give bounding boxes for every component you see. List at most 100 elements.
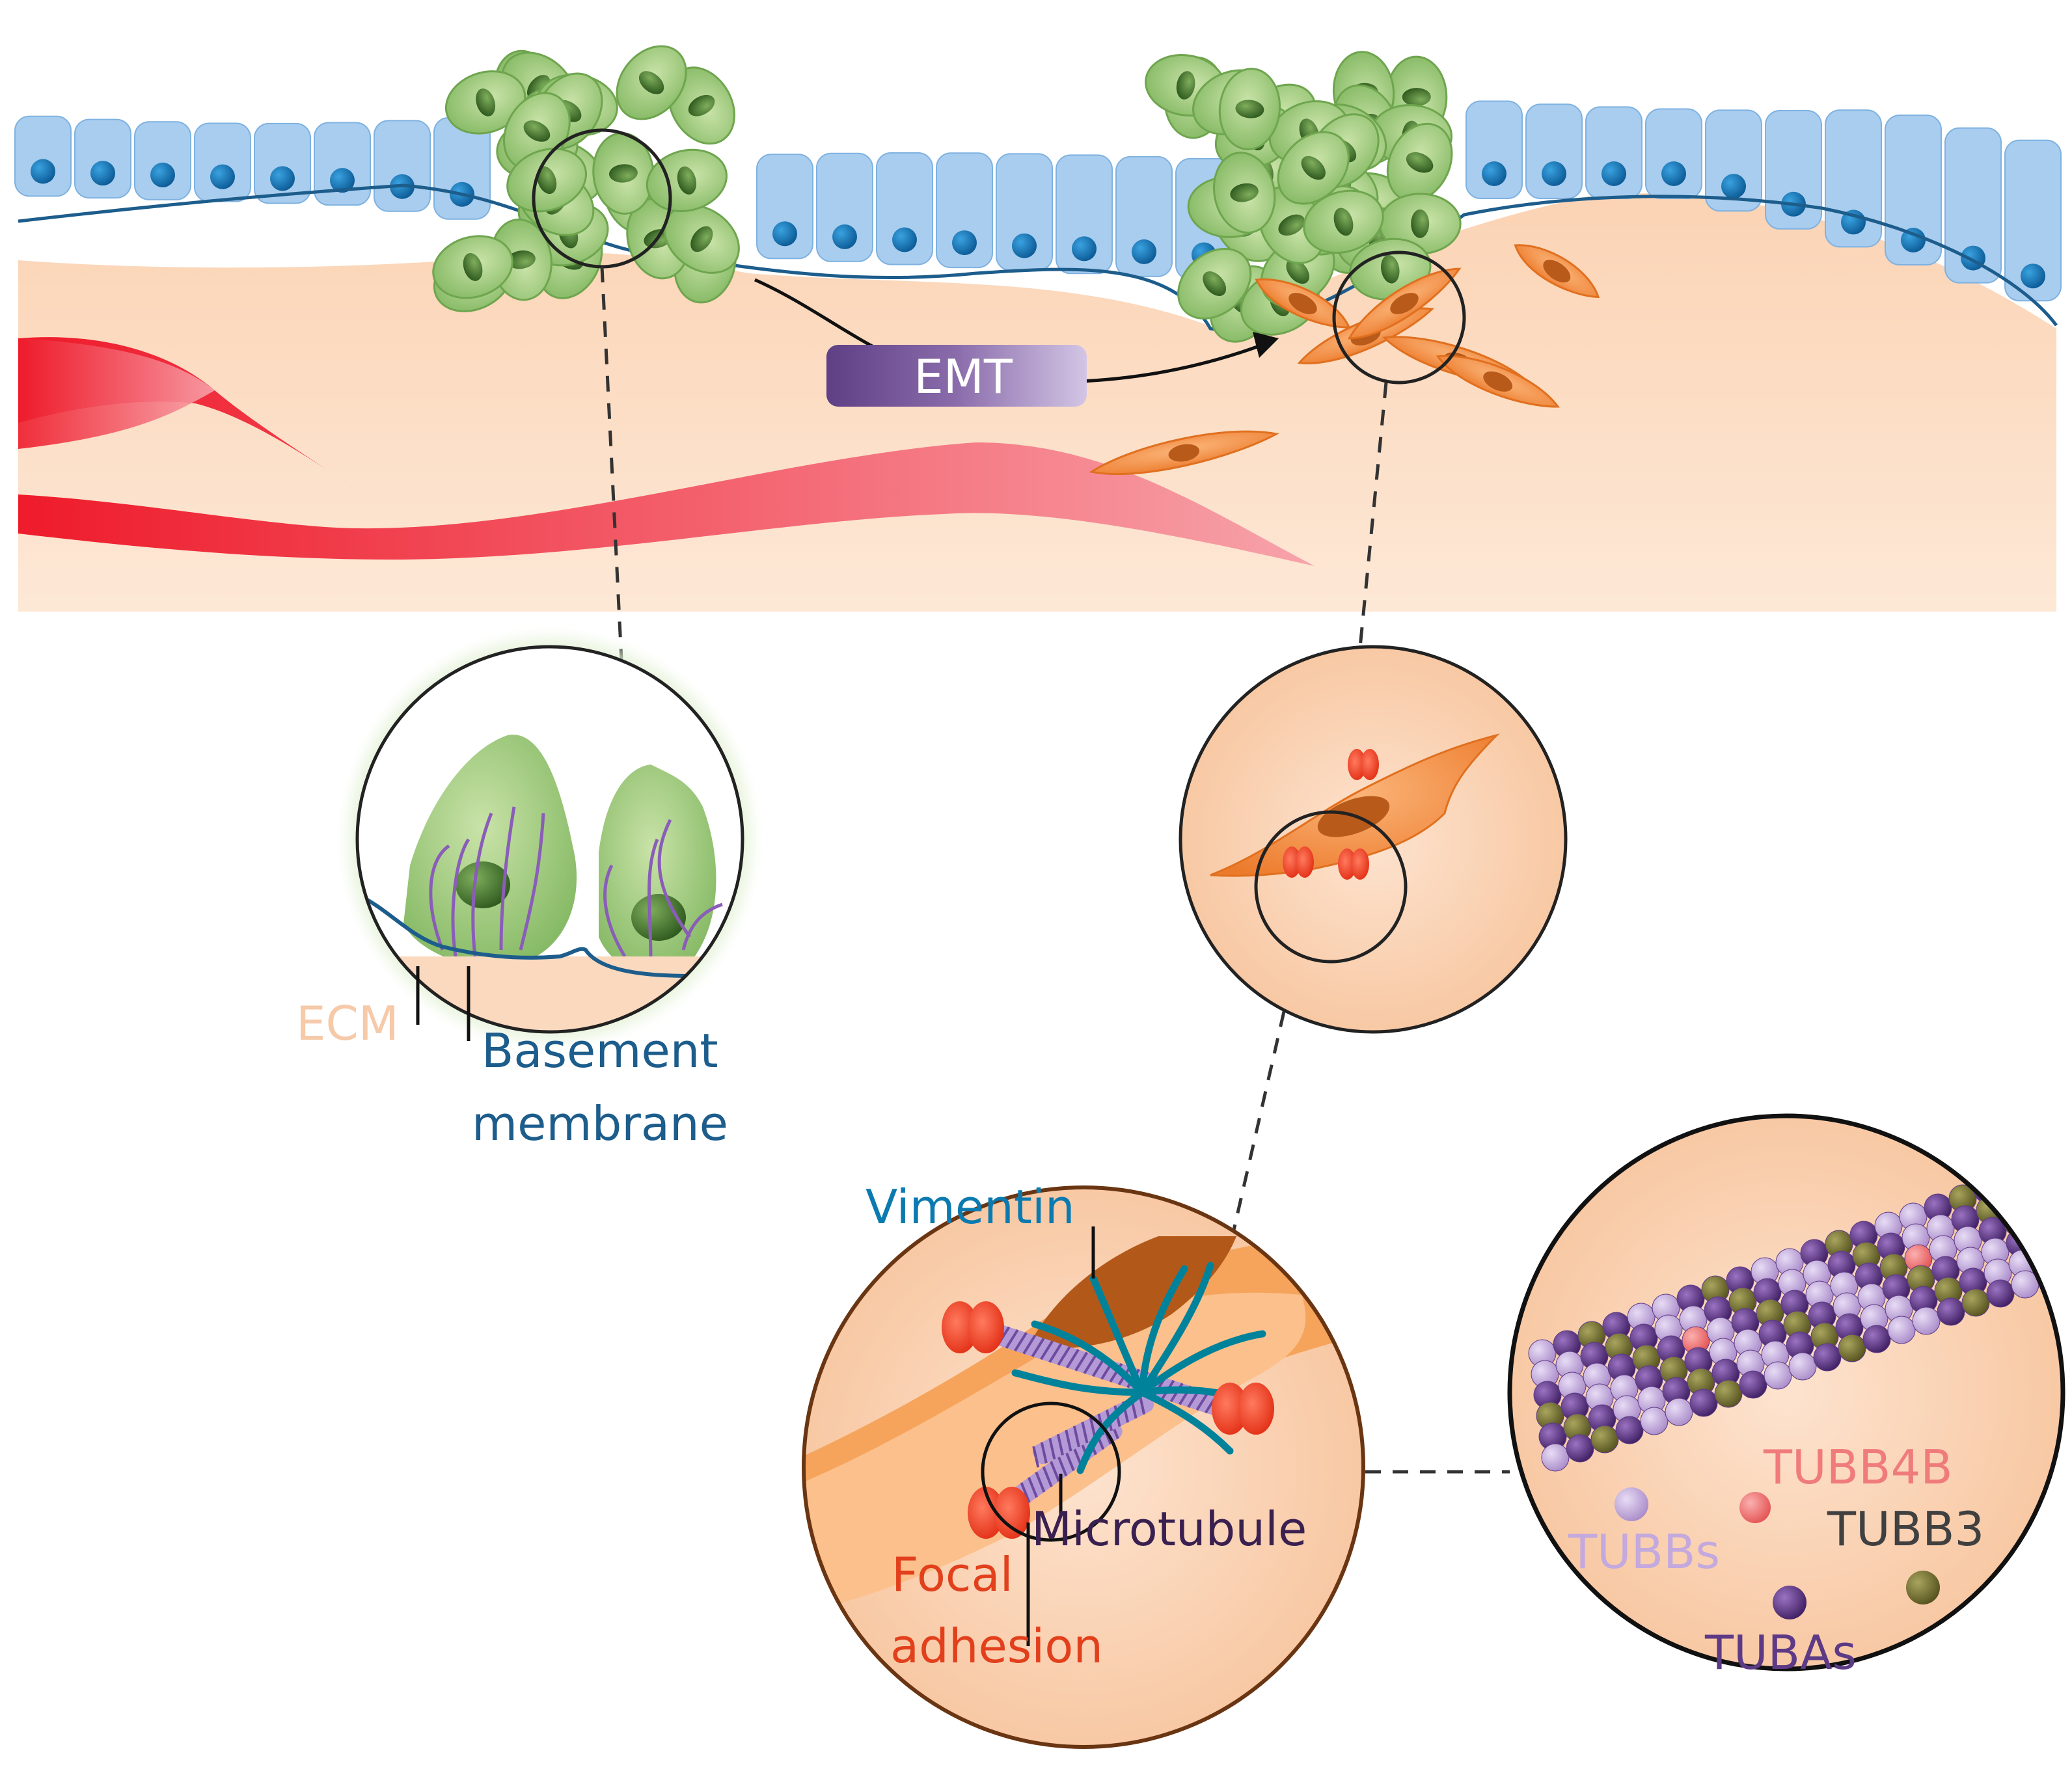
focal-adhesions-zoom <box>1283 749 1379 880</box>
epithelial-nucleus <box>270 166 295 191</box>
epithelial-nucleus <box>31 159 55 184</box>
mesenchymal-nucleus <box>1168 444 1200 462</box>
epithelial-nucleus <box>892 227 917 252</box>
mesenchymal-cell <box>1347 267 1462 340</box>
tumor-nucleus <box>608 164 638 183</box>
focal-adhesions-cytoskeleton <box>942 1301 1274 1539</box>
epithelial-nucleus <box>1072 236 1097 262</box>
epithelial-nucleus <box>330 168 355 193</box>
tubbs-label: TUBBs <box>1568 1524 1720 1579</box>
tumor-nucleus <box>1176 71 1195 100</box>
emt-label: EMT <box>914 349 1013 404</box>
tubulin-subunit <box>2003 1208 2032 1236</box>
epithelial-cell <box>756 154 813 260</box>
tubulin-subunit <box>2000 1187 2029 1215</box>
epithelial-cell <box>314 122 371 206</box>
tuba-legend-ball <box>1773 1586 1806 1619</box>
microtubule-stripe <box>1005 1329 1019 1349</box>
epithelial-nucleus <box>1661 161 1686 186</box>
epithelial-nucleus <box>1482 161 1506 186</box>
mesenchymal-cells <box>1089 244 1600 476</box>
microtubule-stripe <box>1040 1442 1048 1464</box>
epithelial-cell <box>1525 103 1583 199</box>
microtubule-stripe <box>1014 1332 1028 1352</box>
tubulin-subunit <box>1788 1352 1817 1381</box>
tumor-nucleus <box>690 226 713 252</box>
tissue-section: EMT <box>14 45 2062 612</box>
tubulin-subunit <box>1665 1398 1693 1426</box>
epithelial-nucleus <box>1012 233 1037 258</box>
zoom-circle-mesenchymal <box>1179 645 1568 1034</box>
tubb-legend-ball <box>1615 1487 1648 1521</box>
microtubule-stripe <box>1032 1446 1040 1468</box>
epithelial-cell <box>134 121 191 200</box>
epithelial-nucleus <box>952 230 977 256</box>
epithelial-cell-1 <box>403 735 577 967</box>
emt-box <box>826 345 1087 407</box>
tubulin-subunit <box>1541 1443 1570 1472</box>
tubulin-subunit <box>1862 1325 1891 1353</box>
blood-vessel-branch <box>18 338 215 449</box>
tubulin-subunit <box>1813 1343 1842 1372</box>
tubulin-subunit <box>1714 1379 1743 1408</box>
epithelial-cell-2 <box>599 765 716 975</box>
tumor-nucleus <box>1286 258 1310 284</box>
zoom-circle-tubulin: TUBB4B TUBB3 TUBBs TUBAs <box>1507 1113 2065 1680</box>
epithelial-cell <box>1115 156 1173 277</box>
tubulin-subunit <box>1986 1279 2015 1308</box>
tumor-nucleus <box>1406 152 1434 173</box>
tubulin-subunit <box>1961 1288 1990 1317</box>
vimentin-label: Vimentin <box>866 1180 1075 1234</box>
tumor-nucleus <box>1278 214 1305 236</box>
microtubule-stripe <box>1064 1450 1075 1472</box>
mesenchymal-nucleus <box>1543 260 1571 283</box>
emt-arrowhead <box>1253 332 1279 358</box>
microtubule-stripe <box>1057 1455 1068 1477</box>
mesenchymal-nucleus <box>1390 293 1419 314</box>
epithelial-cell <box>1056 154 1113 275</box>
tumor-nucleus <box>476 88 496 116</box>
tubulin-subunit <box>1615 1416 1644 1444</box>
microtubule-stripe <box>1072 1426 1080 1448</box>
microtubule-stripe <box>1057 1346 1071 1366</box>
microtubule-stripe <box>1074 1351 1089 1372</box>
epithelial-cell <box>14 115 72 197</box>
microtubule-stripe <box>1081 1422 1089 1444</box>
tubulin-subunit <box>1937 1297 1965 1326</box>
tumor-nucleus <box>638 71 664 94</box>
tubulin-subunit <box>1689 1388 1718 1417</box>
zoom-ring-microtubule <box>981 1401 1121 1542</box>
zoom-ring-focal <box>1254 810 1408 964</box>
tumor-nucleus <box>523 120 551 142</box>
tubas-label: TUBAs <box>1704 1625 1857 1680</box>
epithelial-nucleus <box>210 164 235 189</box>
tubulin-subunit <box>1887 1316 1916 1344</box>
tubulin-subunit <box>1973 1175 2002 1204</box>
vimentin-filaments <box>1011 1262 1266 1474</box>
tubulin-subunit <box>1590 1425 1619 1454</box>
epithelial-nucleus <box>90 161 115 186</box>
epithelial-cell <box>1705 109 1762 212</box>
tumor-nucleus <box>1411 209 1430 238</box>
epithelial-nucleus <box>2021 264 2045 289</box>
blood-vessel <box>18 337 1315 566</box>
microtubule-label: Microtubule <box>1031 1502 1307 1556</box>
microtubule-stripe <box>1022 1334 1037 1355</box>
microtubule-stripe <box>1020 1482 1031 1504</box>
epithelial-nucleus <box>1132 239 1156 264</box>
tubulin-lattice <box>1528 1166 2039 1472</box>
tumor-nucleus <box>1381 254 1400 284</box>
mesenchymal-nucleus <box>1483 371 1513 392</box>
epithelial-cell <box>1944 127 2002 284</box>
tumor-nucleus <box>507 250 536 269</box>
epithelial-cell <box>194 122 251 202</box>
tubulin-subunit <box>1566 1434 1594 1463</box>
tubulin-subunit <box>1912 1306 1941 1335</box>
tumor-nucleus <box>1301 156 1326 180</box>
epithelial-cell <box>374 120 431 212</box>
zoom-circle-epithelial: ECM Basement membrane <box>296 638 752 1151</box>
tumor-nucleus <box>677 166 697 195</box>
epithelial-cell <box>816 152 873 262</box>
mesenchymal-cell <box>1514 244 1600 299</box>
microtubule-stripe <box>1031 1337 1045 1357</box>
